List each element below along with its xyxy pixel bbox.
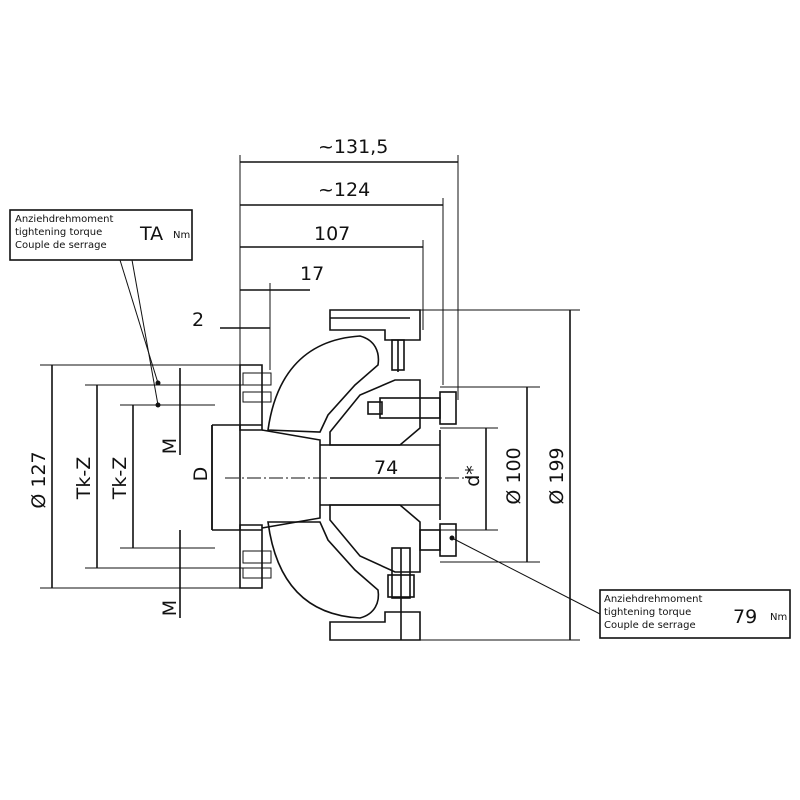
torque-value-right: 79 — [733, 606, 757, 628]
dim-flange-length: ~124 — [318, 179, 370, 201]
left-dimensions: Ø 127 Tk-Z Tk-Z M M D — [28, 364, 245, 618]
dim-body-length: 107 — [314, 223, 350, 245]
dim-bore-length: 74 — [374, 457, 398, 479]
dim-gap: 2 — [192, 309, 204, 331]
dim-overall-length: ~131,5 — [318, 136, 388, 158]
torque-box-left: Anziehdrehmoment tightening torque Coupl… — [9, 209, 193, 408]
torque-label-de-right: Anziehdrehmoment — [604, 594, 703, 605]
right-dimensions: Ø 199 Ø 100 d* — [420, 309, 580, 641]
torque-unit-left: Nm — [173, 230, 190, 241]
dim-outer-diameter: Ø 199 — [546, 447, 568, 504]
torque-label-fr: Couple de serrage — [15, 240, 107, 251]
bore-diameter-d: D — [190, 467, 212, 482]
thread-m-lower: M — [159, 600, 181, 616]
dim-bolt-circle-left: Ø 127 — [28, 451, 50, 508]
torque-label-en-right: tightening torque — [604, 607, 691, 618]
dim-pilot-diameter: Ø 100 — [503, 447, 525, 504]
centerline: 74 — [225, 457, 470, 479]
torque-label-de: Anziehdrehmoment — [15, 214, 114, 225]
torque-label-fr-right: Couple de serrage — [604, 620, 696, 631]
coupling-body — [211, 309, 457, 641]
top-dimensions: ~131,5 ~124 107 17 2 — [192, 136, 459, 440]
dim-hub-offset: 17 — [300, 263, 324, 285]
torque-value-left: TA — [139, 223, 163, 245]
torque-label-en: tightening torque — [15, 227, 102, 238]
torque-unit-right: Nm — [770, 612, 787, 623]
dim-pcd-inner: Tk-Z — [109, 457, 131, 500]
dim-pcd-outer: Tk-Z — [73, 457, 95, 500]
bore-diameter-d-star: d* — [462, 465, 484, 487]
torque-box-right: Anziehdrehmoment tightening torque Coupl… — [449, 535, 791, 639]
thread-m-upper: M — [159, 438, 181, 454]
